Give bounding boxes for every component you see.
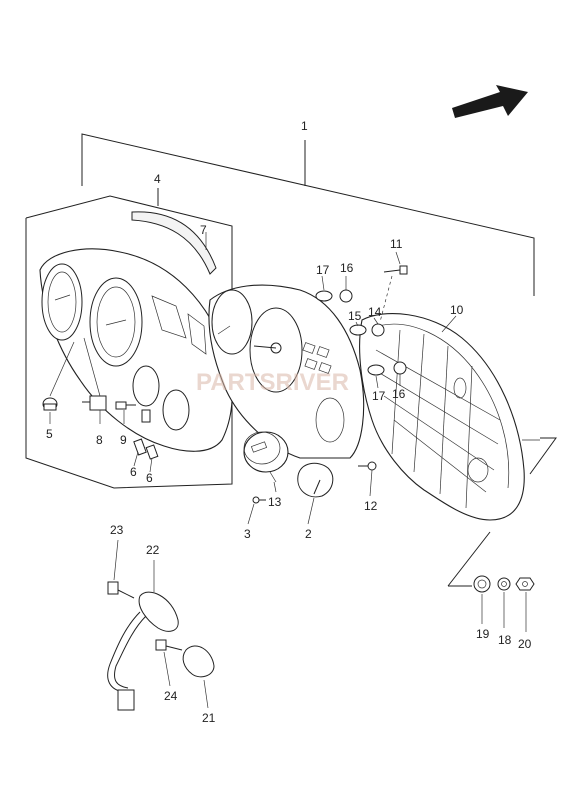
label-part-6a: 6 xyxy=(130,465,137,479)
screw-part-12 xyxy=(358,461,377,471)
label-part-24: 24 xyxy=(164,689,178,703)
part-labels: 1 2 3 4 5 6 6 7 8 9 10 11 12 13 14 15 16… xyxy=(46,119,532,725)
arrow-icon xyxy=(452,85,528,118)
label-part-17a: 17 xyxy=(316,263,330,277)
screw-part-3 xyxy=(252,496,266,504)
bulb-part-17-lower xyxy=(367,364,385,376)
meter-case xyxy=(208,284,365,459)
socket-part-16-upper xyxy=(339,289,353,303)
label-part-23: 23 xyxy=(110,523,124,537)
label-part-17b: 17 xyxy=(372,389,386,403)
label-part-21: 21 xyxy=(202,711,216,725)
label-part-4: 4 xyxy=(154,172,161,186)
label-part-6b: 6 xyxy=(146,471,153,485)
label-part-18: 18 xyxy=(498,633,512,647)
label-part-7: 7 xyxy=(200,223,207,237)
bulb-part-15 xyxy=(349,324,367,336)
socket-part-8 xyxy=(82,337,107,411)
wiring-harness xyxy=(107,581,215,711)
meter-rear-case xyxy=(359,312,557,521)
label-part-15: 15 xyxy=(348,309,362,323)
meter-visor-strip xyxy=(131,211,217,275)
leader-lines xyxy=(49,232,527,709)
socket-part-14 xyxy=(371,323,385,337)
label-part-2: 2 xyxy=(305,527,312,541)
assembly-bracket xyxy=(81,133,535,296)
label-part-16b: 16 xyxy=(392,387,406,401)
subassembly-box xyxy=(25,188,233,489)
label-part-20: 20 xyxy=(518,637,532,651)
bulb-part-6 xyxy=(133,409,159,460)
label-part-9: 9 xyxy=(120,433,127,447)
socket-part-16-lower xyxy=(393,361,407,375)
screw-part-11 xyxy=(379,265,408,323)
label-part-14: 14 xyxy=(368,305,382,319)
label-part-1: 1 xyxy=(301,119,308,133)
label-part-13: 13 xyxy=(268,495,282,509)
mount-hardware xyxy=(447,531,535,593)
meter-front-cover xyxy=(39,248,233,452)
bulb-part-5 xyxy=(42,341,75,411)
label-part-3: 3 xyxy=(244,527,251,541)
watermark: PARTSRIVER xyxy=(196,369,349,396)
label-part-19: 19 xyxy=(476,627,490,641)
label-part-22: 22 xyxy=(146,543,160,557)
meter-odometer xyxy=(243,431,289,483)
label-part-11: 11 xyxy=(390,237,403,251)
label-part-8: 8 xyxy=(96,433,103,447)
label-part-10: 10 xyxy=(450,303,464,317)
label-part-5: 5 xyxy=(46,427,53,441)
bulb-part-17-upper xyxy=(315,290,333,302)
screw-part-9 xyxy=(115,401,136,410)
label-part-16a: 16 xyxy=(340,261,354,275)
meter-gauge xyxy=(297,462,334,498)
label-part-12: 12 xyxy=(364,499,378,513)
